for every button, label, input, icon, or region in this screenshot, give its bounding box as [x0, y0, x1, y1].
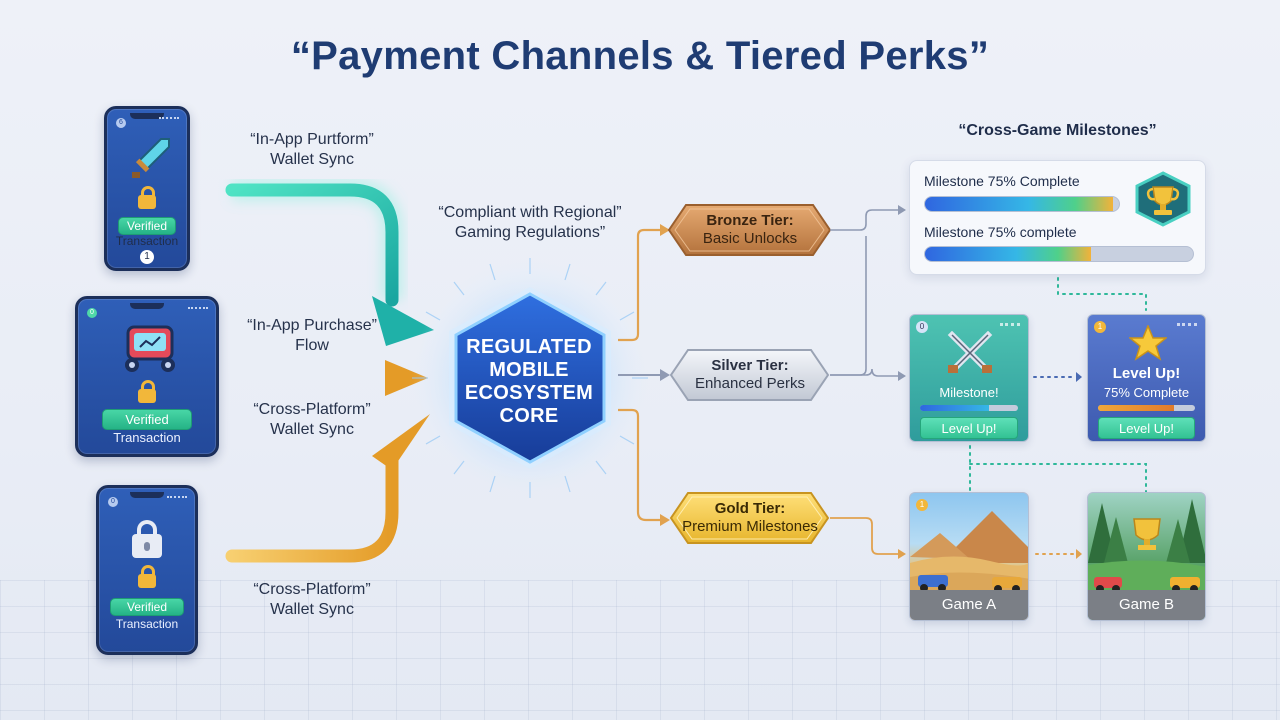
teal-flow-glow: [232, 179, 403, 300]
crossed-swords-icon: [947, 331, 993, 374]
transaction-label: Transaction: [115, 234, 179, 248]
phone-bottom: 0 Verified Transaction: [96, 485, 198, 655]
info-icon: 0: [916, 321, 928, 333]
transaction-label: Transaction: [113, 430, 181, 445]
level-up-subtitle: 75% Complete: [1103, 385, 1190, 400]
gold-right-connector: [830, 517, 898, 555]
background-grid-floor: [0, 580, 1280, 720]
flow-label-middle: “In-App Purchase”Flow: [247, 317, 377, 354]
milestone-card: 0 Milestone! Level Up!: [909, 314, 1029, 442]
page-title: “Payment Channels & Tiered Perks”: [290, 34, 990, 78]
core-rays: [412, 258, 648, 498]
silver-connector-head: [660, 369, 670, 381]
dotted-links: [969, 277, 1147, 555]
silver-tier-shape: [669, 349, 830, 401]
milestone-progress-fill: [925, 197, 1114, 211]
compliance-label: “Compliant with Regional”Gaming Regulati…: [438, 204, 622, 241]
game-b-card[interactable]: Game B: [1087, 492, 1206, 621]
info-icon: 1: [916, 499, 928, 511]
pixel-sword-icon: [132, 138, 170, 178]
right-connectors: [830, 209, 898, 377]
game-a-card[interactable]: 1 Game A: [909, 492, 1029, 621]
star-icon: [1129, 325, 1167, 361]
milestone-progress-bar: [924, 246, 1194, 262]
milestone-card-label: Milestone!: [939, 385, 999, 400]
game-b-label: Game B: [1088, 590, 1205, 620]
trophy-badge-icon: [1135, 171, 1191, 227]
lock-icon: [138, 380, 156, 403]
level-up-button[interactable]: Level Up!: [1098, 417, 1195, 439]
teal-flow-arrow: [225, 183, 399, 307]
verified-badge: Verified: [110, 598, 184, 616]
gold-tier: Gold Tier:Premium Milestones: [682, 500, 818, 535]
bronze-tier-shape: [667, 204, 832, 256]
lock-icon: [138, 186, 156, 209]
desert-scene: [910, 511, 1028, 593]
milestone-label: Milestone 75% complete: [924, 224, 1077, 240]
teal-arrowhead: [372, 296, 434, 346]
level-up-button[interactable]: Level Up!: [920, 417, 1018, 439]
verified-badge: Verified: [117, 217, 177, 235]
lock-icon: [138, 565, 156, 588]
milestone-card-progress: [920, 405, 1018, 411]
phone-middle: 0 Verified Transaction: [75, 296, 219, 457]
shield-icon: 0: [108, 497, 118, 507]
padlock-icon: [132, 520, 162, 558]
milestone-progress-bar: [924, 196, 1120, 212]
verified-badge: Verified: [102, 409, 192, 430]
arcade-robot-icon: [125, 325, 175, 372]
milestone-label: Milestone 75% Complete: [924, 173, 1080, 189]
milestone-progress-fill: [925, 247, 1092, 261]
flow-label-top: “In-App Purtform”Wallet Sync: [250, 131, 374, 168]
gold-tier-shape: [669, 492, 830, 544]
tier-connector-heads: [660, 224, 670, 526]
info-icon: 1: [1094, 321, 1106, 333]
gold-flow-arrow-bottom: [225, 443, 399, 563]
transaction-label: Transaction: [115, 617, 179, 631]
level-up-title: Level Up!: [1112, 365, 1181, 382]
level-up-progress: [1098, 405, 1195, 411]
level-up-card: 1 Level Up! 75% Complete Level Up!: [1087, 314, 1206, 442]
step-indicator: 1: [140, 250, 154, 264]
core-hexagon: [454, 292, 606, 464]
gold-arrowhead-bottom: [372, 414, 430, 470]
shield-icon: 0: [87, 308, 97, 318]
phone-top: 6 Verified Transaction 1: [104, 106, 190, 271]
silver-tier: Silver Tier:Enhanced Perks: [694, 357, 806, 392]
shield-icon: 6: [116, 118, 126, 128]
tier-connectors: [618, 228, 660, 522]
flow-label-bottom: “Cross-Platform”Wallet Sync: [253, 581, 371, 618]
flow-label-middle-lower: “Cross-Platform”Wallet Sync: [253, 401, 371, 438]
bronze-tier: Bronze Tier:Basic Unlocks: [702, 212, 798, 247]
gold-arrowhead-middle: [385, 360, 428, 396]
milestones-heading: “Cross-Game Milestones”: [958, 122, 1157, 139]
forest-scene: [1088, 499, 1205, 593]
game-a-label: Game A: [910, 590, 1028, 620]
